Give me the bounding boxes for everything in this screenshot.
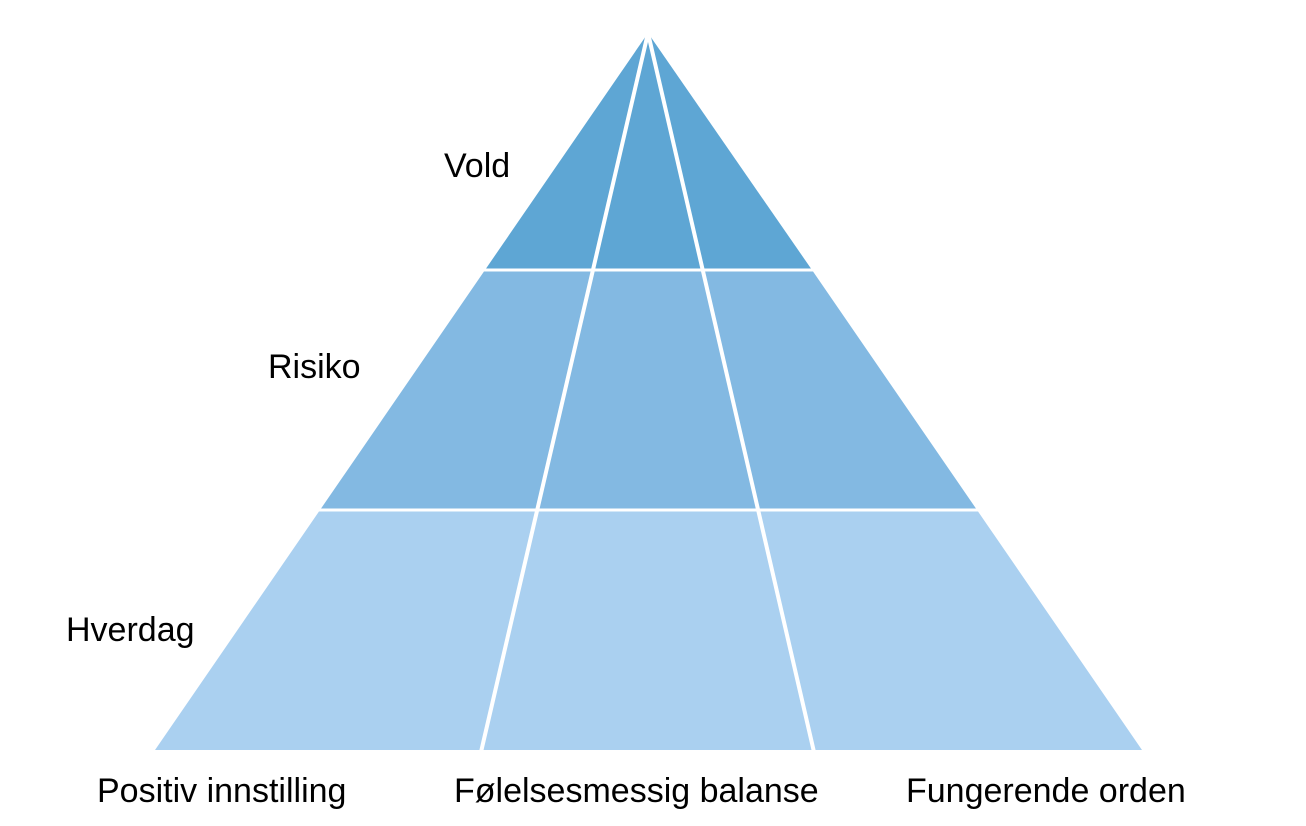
level-risiko-band xyxy=(320,270,977,510)
level-label-risiko: Risiko xyxy=(268,348,361,386)
column-divider-left xyxy=(479,32,650,753)
column-label-positiv-innstilling: Positiv innstilling xyxy=(97,772,347,810)
column-label-folelsesmessig-balanse: Følelsesmessig balanse xyxy=(454,772,819,810)
column-label-fungerende-orden: Fungerende orden xyxy=(906,772,1186,810)
level-hverdag-band xyxy=(155,510,1142,750)
level-vold-band xyxy=(485,33,812,270)
column-divider-right xyxy=(646,32,816,753)
level-label-vold: Vold xyxy=(444,147,511,185)
level-label-hverdag: Hverdag xyxy=(66,611,195,649)
